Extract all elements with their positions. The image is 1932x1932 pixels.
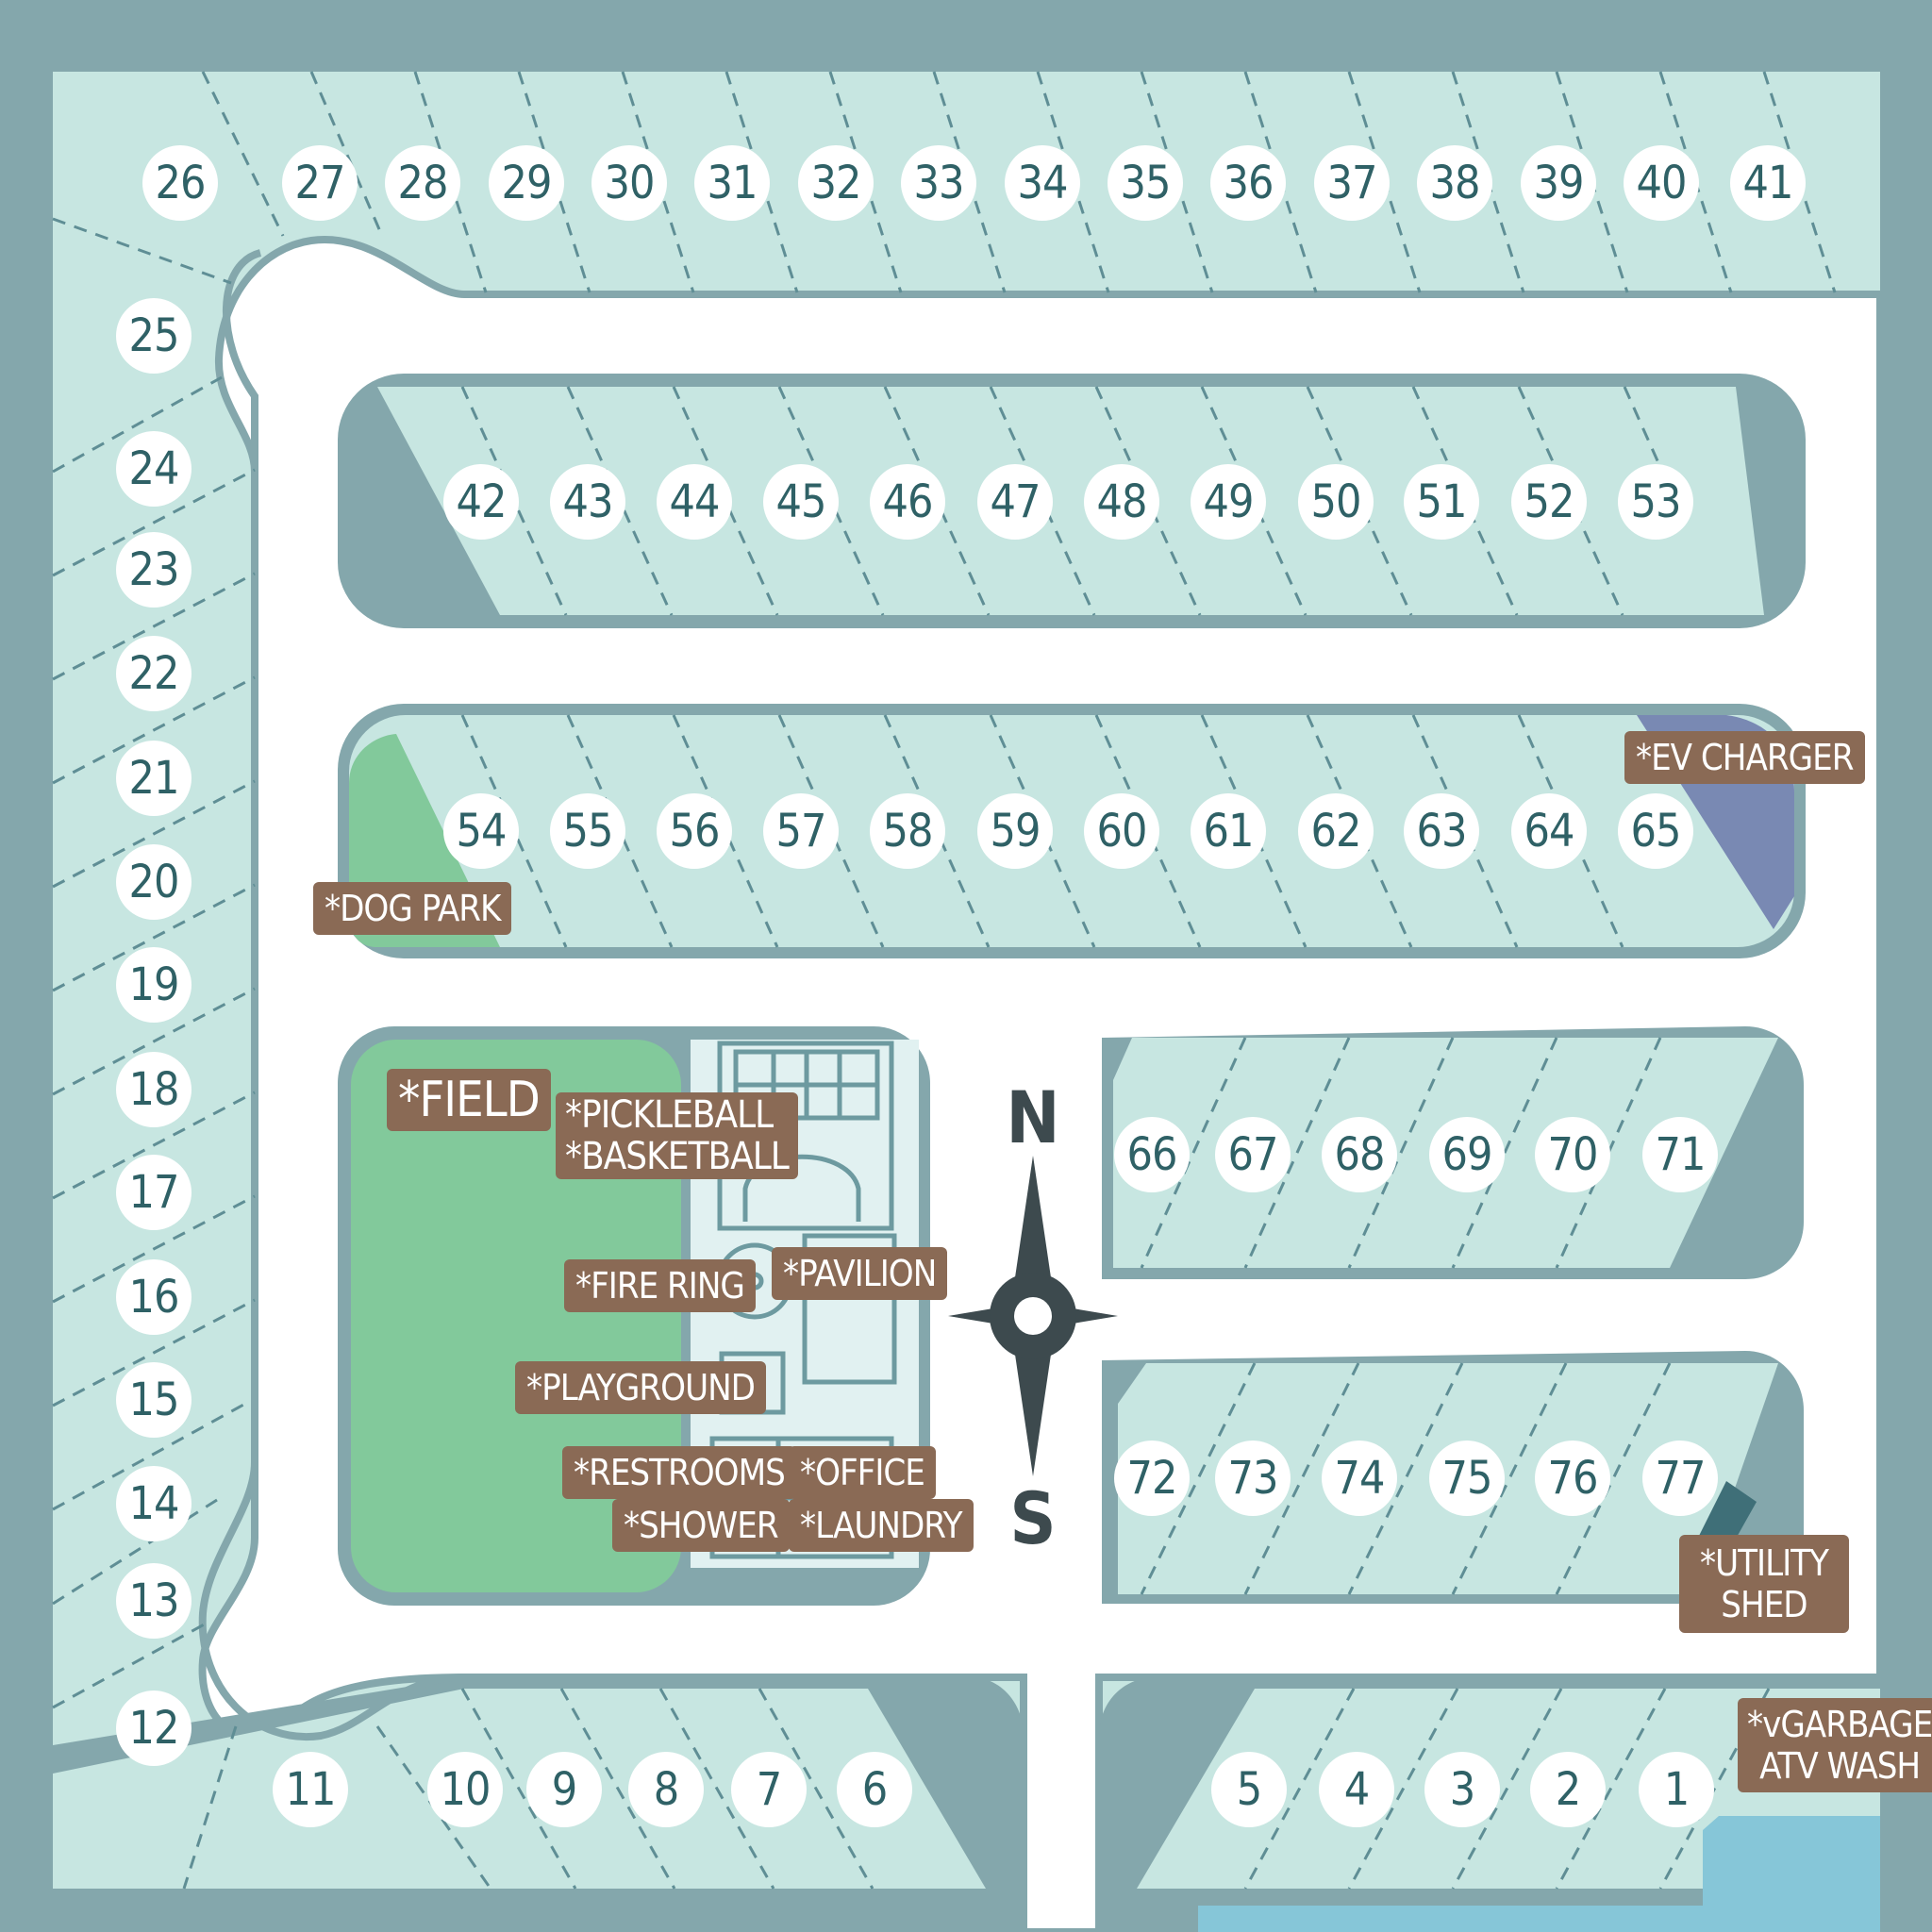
site-69[interactable]: 69 xyxy=(1429,1117,1505,1192)
site-47[interactable]: 47 xyxy=(977,464,1053,540)
site-33[interactable]: 33 xyxy=(901,145,976,221)
site-21[interactable]: 21 xyxy=(116,741,192,816)
site-17[interactable]: 17 xyxy=(116,1155,192,1230)
site-29[interactable]: 29 xyxy=(489,145,564,221)
amenity-restrooms-label[interactable]: *RESTROOMS xyxy=(562,1446,796,1499)
site-64[interactable]: 64 xyxy=(1511,793,1587,869)
site-18[interactable]: 18 xyxy=(116,1052,192,1127)
site-71[interactable]: 71 xyxy=(1642,1117,1718,1192)
site-51[interactable]: 51 xyxy=(1404,464,1479,540)
amenity-fire-ring-label[interactable]: *FIRE RING xyxy=(564,1259,756,1312)
site-35[interactable]: 35 xyxy=(1108,145,1183,221)
site-6[interactable]: 6 xyxy=(837,1752,912,1827)
site-61[interactable]: 61 xyxy=(1191,793,1266,869)
amenity-pickleball-basketball-label[interactable]: *PICKLEBALL *BASKETBALL xyxy=(556,1092,798,1179)
amenity-garbage-atv-wash-label[interactable]: *vGARBAGE ATV WASH xyxy=(1738,1698,1932,1792)
site-13[interactable]: 13 xyxy=(116,1563,192,1639)
amenity-playground-label[interactable]: *PLAYGROUND xyxy=(515,1361,766,1414)
site-9[interactable]: 9 xyxy=(526,1752,602,1827)
site-16[interactable]: 16 xyxy=(116,1259,192,1335)
site-2[interactable]: 2 xyxy=(1530,1752,1606,1827)
site-40[interactable]: 40 xyxy=(1624,145,1699,221)
site-4[interactable]: 4 xyxy=(1319,1752,1394,1827)
site-46[interactable]: 46 xyxy=(870,464,945,540)
amenity-field-label[interactable]: *FIELD xyxy=(387,1069,551,1131)
site-24[interactable]: 24 xyxy=(116,431,192,507)
compass-rose xyxy=(948,1156,1118,1476)
site-11[interactable]: 11 xyxy=(273,1752,348,1827)
site-19[interactable]: 19 xyxy=(116,947,192,1023)
site-1[interactable]: 1 xyxy=(1639,1752,1714,1827)
site-34[interactable]: 34 xyxy=(1005,145,1080,221)
site-28[interactable]: 28 xyxy=(385,145,460,221)
left-road xyxy=(198,249,465,1741)
site-32[interactable]: 32 xyxy=(798,145,874,221)
site-56[interactable]: 56 xyxy=(657,793,732,869)
site-42[interactable]: 42 xyxy=(443,464,519,540)
site-10[interactable]: 10 xyxy=(427,1752,503,1827)
site-73[interactable]: 73 xyxy=(1215,1441,1291,1516)
site-54[interactable]: 54 xyxy=(443,793,519,869)
site-53[interactable]: 53 xyxy=(1618,464,1693,540)
compass-south-label: S xyxy=(1009,1476,1057,1560)
site-41[interactable]: 41 xyxy=(1730,145,1806,221)
site-57[interactable]: 57 xyxy=(763,793,839,869)
site-59[interactable]: 59 xyxy=(977,793,1053,869)
amenity-shower-label[interactable]: *SHOWER xyxy=(612,1499,790,1552)
site-44[interactable]: 44 xyxy=(657,464,732,540)
site-39[interactable]: 39 xyxy=(1521,145,1596,221)
site-65[interactable]: 65 xyxy=(1618,793,1693,869)
site-45[interactable]: 45 xyxy=(763,464,839,540)
amenity-ev-charger-label[interactable]: *EV CHARGER xyxy=(1624,731,1865,784)
site-25[interactable]: 25 xyxy=(116,298,192,374)
site-50[interactable]: 50 xyxy=(1298,464,1374,540)
site-38[interactable]: 38 xyxy=(1417,145,1492,221)
site-62[interactable]: 62 xyxy=(1298,793,1374,869)
site-55[interactable]: 55 xyxy=(550,793,625,869)
site-67[interactable]: 67 xyxy=(1215,1117,1291,1192)
site-22[interactable]: 22 xyxy=(116,636,192,711)
site-26[interactable]: 26 xyxy=(142,145,218,221)
site-31[interactable]: 31 xyxy=(694,145,770,221)
amenity-laundry-label[interactable]: *LAUNDRY xyxy=(789,1499,974,1552)
site-43[interactable]: 43 xyxy=(550,464,625,540)
site-14[interactable]: 14 xyxy=(116,1466,192,1541)
amenity-dog-park-label[interactable]: *DOG PARK xyxy=(313,882,512,935)
site-74[interactable]: 74 xyxy=(1322,1441,1397,1516)
site-15[interactable]: 15 xyxy=(116,1362,192,1438)
site-36[interactable]: 36 xyxy=(1210,145,1286,221)
site-20[interactable]: 20 xyxy=(116,844,192,920)
site-23[interactable]: 23 xyxy=(116,532,192,608)
site-7[interactable]: 7 xyxy=(731,1752,807,1827)
site-70[interactable]: 70 xyxy=(1535,1117,1610,1192)
site-66[interactable]: 66 xyxy=(1114,1117,1190,1192)
site-3[interactable]: 3 xyxy=(1424,1752,1500,1827)
site-76[interactable]: 76 xyxy=(1535,1441,1610,1516)
site-8[interactable]: 8 xyxy=(628,1752,704,1827)
amenity-utility-shed-label[interactable]: *UTILITY SHED xyxy=(1679,1535,1849,1633)
site-77[interactable]: 77 xyxy=(1642,1441,1718,1516)
compass-north-label: N xyxy=(1006,1075,1060,1159)
site-48[interactable]: 48 xyxy=(1084,464,1159,540)
amenity-office-label[interactable]: *OFFICE xyxy=(789,1446,936,1499)
site-30[interactable]: 30 xyxy=(591,145,667,221)
site-37[interactable]: 37 xyxy=(1314,145,1390,221)
site-72[interactable]: 72 xyxy=(1114,1441,1190,1516)
block-42-53 xyxy=(338,374,1806,628)
site-60[interactable]: 60 xyxy=(1084,793,1159,869)
site-52[interactable]: 52 xyxy=(1511,464,1587,540)
site-58[interactable]: 58 xyxy=(870,793,945,869)
site-49[interactable]: 49 xyxy=(1191,464,1266,540)
site-63[interactable]: 63 xyxy=(1404,793,1479,869)
site-27[interactable]: 27 xyxy=(282,145,358,221)
site-5[interactable]: 5 xyxy=(1211,1752,1287,1827)
site-12[interactable]: 12 xyxy=(116,1690,192,1766)
amenity-pavilion-label[interactable]: *PAVILION xyxy=(772,1247,948,1300)
site-68[interactable]: 68 xyxy=(1322,1117,1397,1192)
site-75[interactable]: 75 xyxy=(1429,1441,1505,1516)
